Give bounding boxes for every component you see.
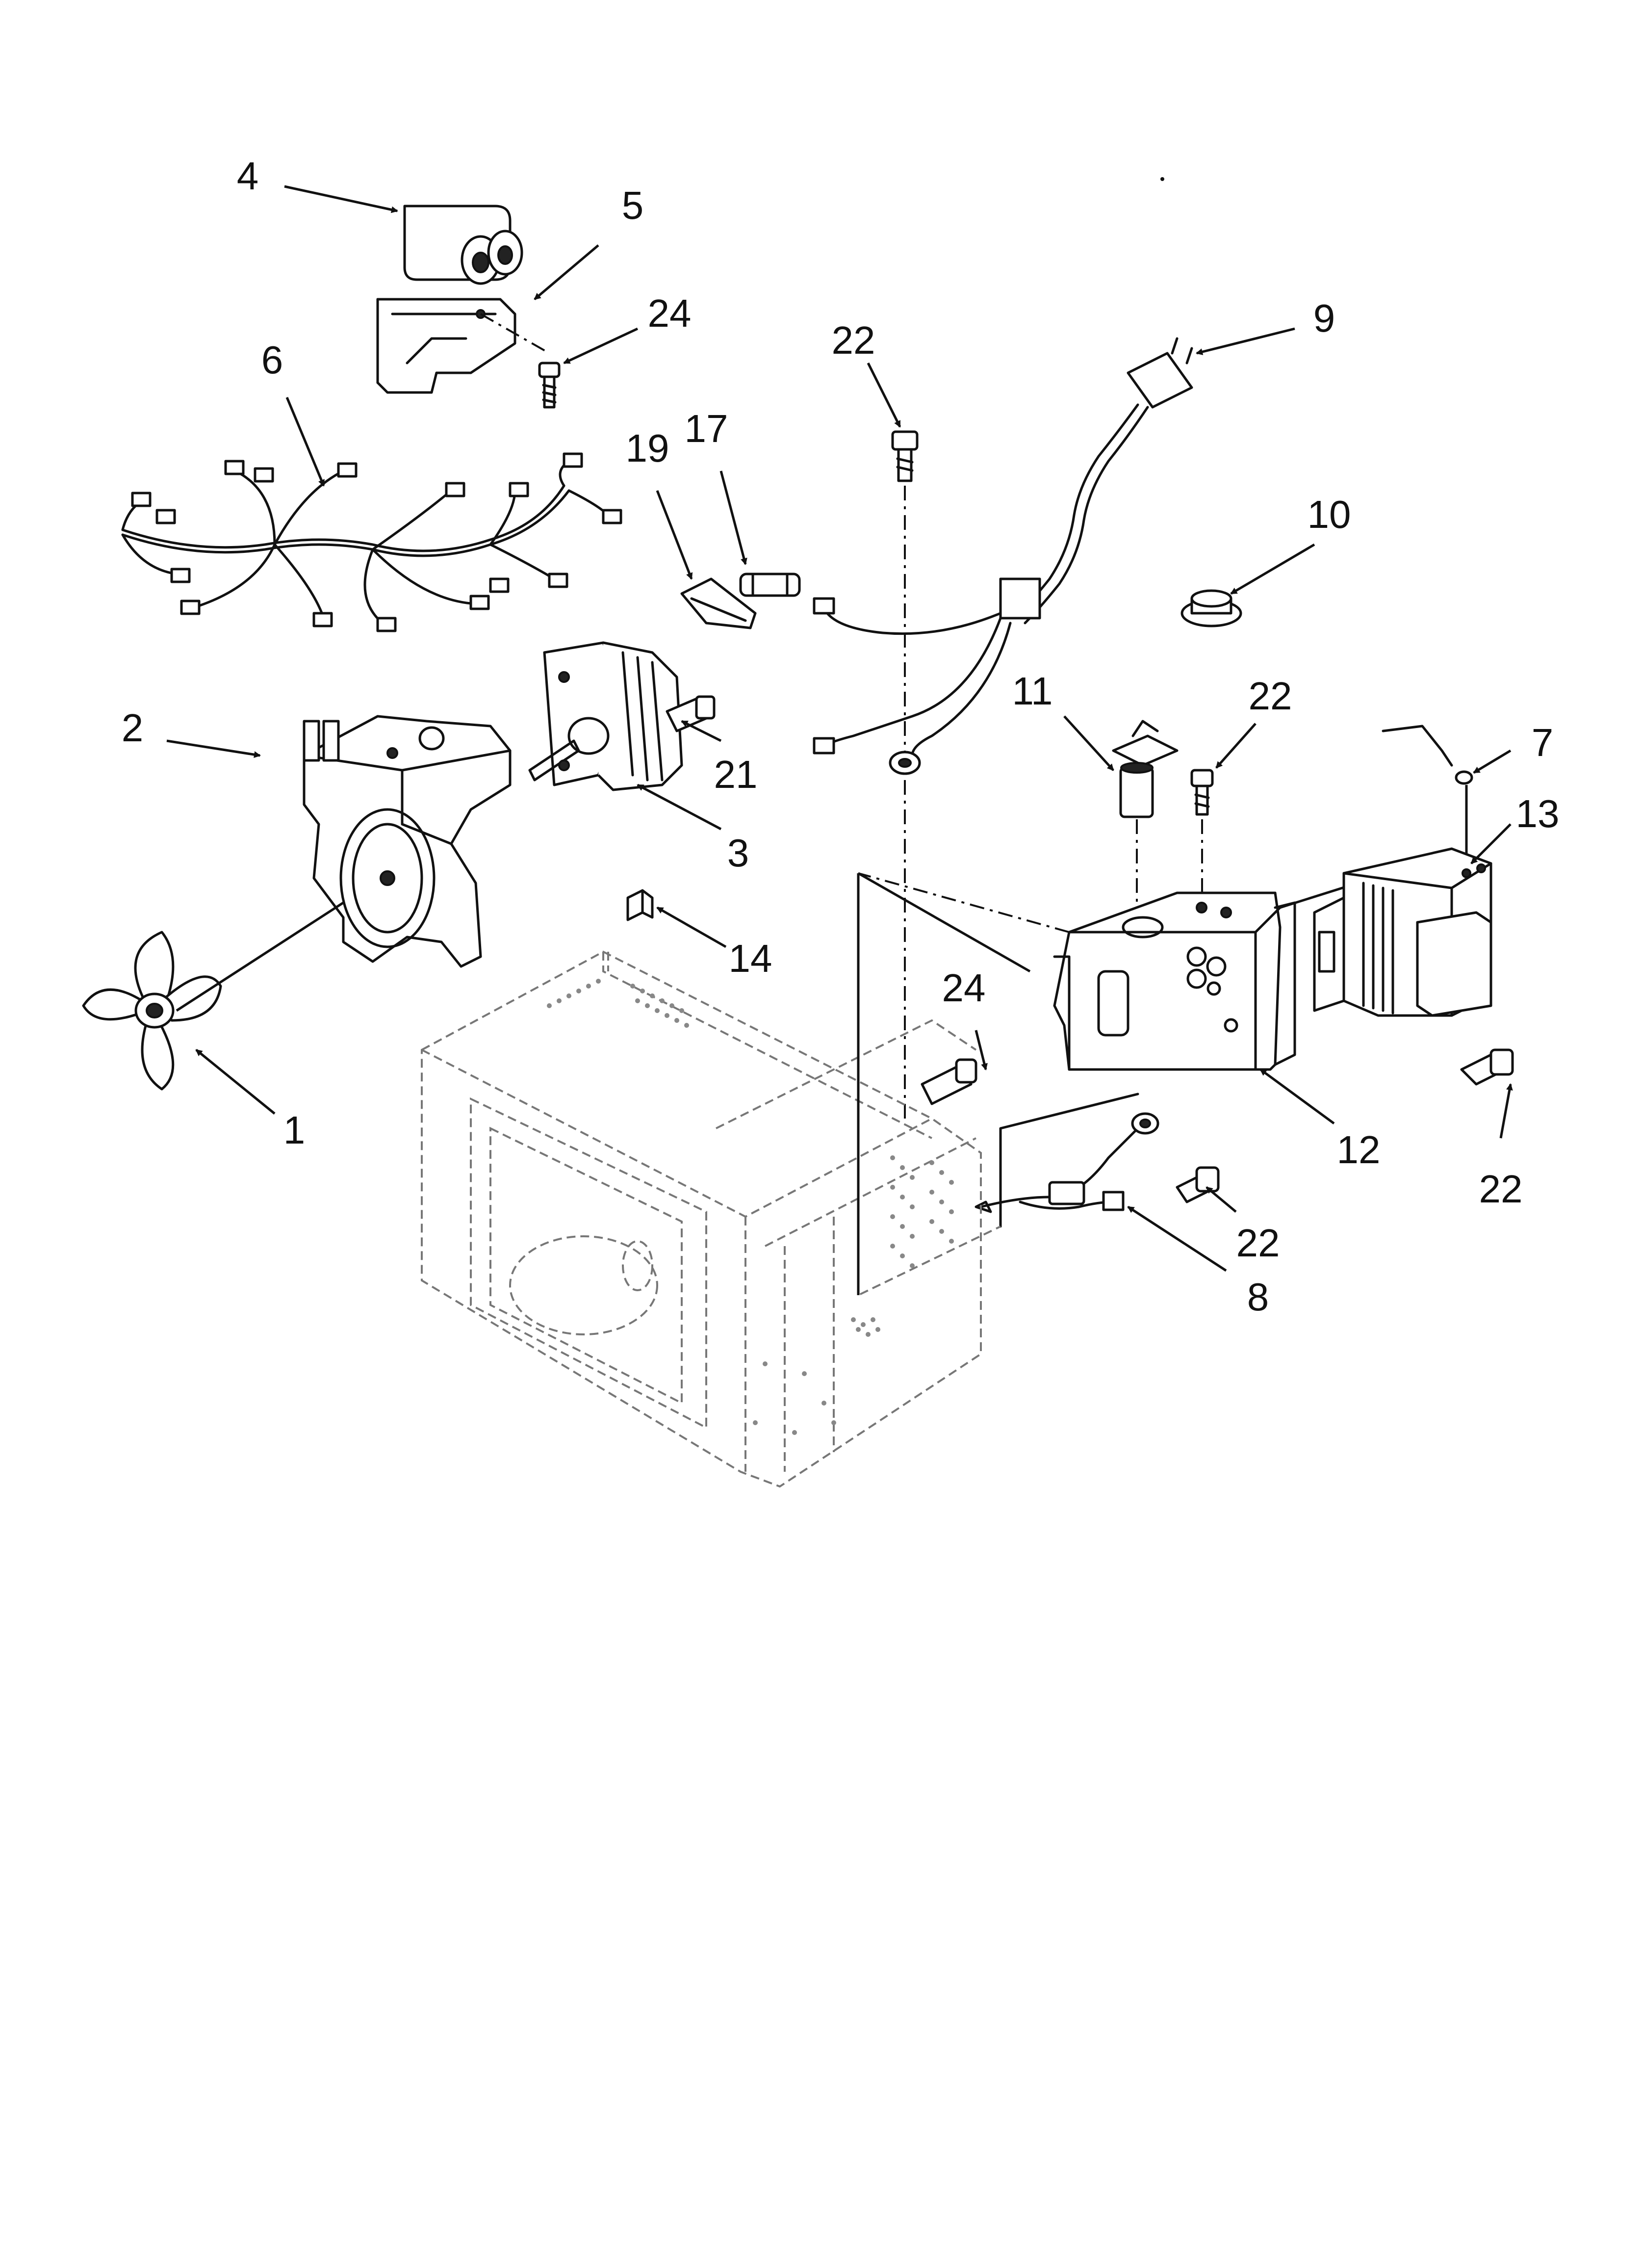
callout-5: 5 (622, 183, 644, 227)
fan-blade-icon[interactable] (82, 931, 222, 1091)
callout-22: 22 (832, 318, 875, 362)
screw-icon[interactable] (1460, 1048, 1514, 1086)
callout-labels: 4 5 24 6 22 9 19 17 10 2 21 3 11 22 7 13… (122, 154, 1560, 1319)
diode-icon[interactable] (1112, 720, 1179, 818)
callout-1: 1 (283, 1108, 306, 1152)
callout-24: 24 (648, 291, 692, 335)
callout-8: 8 (1247, 1275, 1269, 1319)
screw-icon[interactable] (538, 362, 561, 409)
fan-shroud-icon[interactable] (303, 715, 512, 968)
ground-harness-icon[interactable] (975, 1093, 1159, 1228)
callout-14: 14 (729, 937, 772, 980)
screw-icon[interactable] (1190, 769, 1214, 816)
callout-13: 13 (1516, 792, 1560, 835)
callout-10: 10 (1308, 493, 1351, 536)
screw-icon[interactable] (1176, 1166, 1220, 1203)
callout-9: 9 (1313, 296, 1335, 340)
callout-11: 11 (1012, 669, 1052, 713)
callout-6: 6 (261, 338, 283, 382)
callout-22: 22 (1236, 1221, 1280, 1265)
fan-motor-icon[interactable] (528, 641, 683, 791)
callout-17: 17 (685, 407, 728, 450)
mounting-bracket-icon[interactable] (1053, 891, 1296, 1071)
thermostat-icon[interactable] (1180, 589, 1242, 627)
callout-12: 12 (1337, 1128, 1381, 1172)
callout-22: 22 (1479, 1167, 1523, 1211)
callout-21: 21 (714, 753, 758, 796)
stray-dot (1160, 177, 1164, 181)
leader-arrows (166, 185, 1513, 1272)
wire-harness-icon[interactable] (121, 452, 622, 632)
callout-4: 4 (237, 154, 259, 198)
callout-22: 22 (1249, 674, 1292, 718)
transformer-icon[interactable] (1313, 847, 1492, 1017)
callout-7: 7 (1532, 721, 1554, 764)
power-cord-icon[interactable] (813, 337, 1193, 775)
callout-3: 3 (727, 831, 749, 875)
callout-24: 24 (942, 966, 986, 1010)
interlock-icon[interactable] (626, 889, 654, 921)
capacitor-icon[interactable] (403, 205, 523, 285)
screw-icon[interactable] (666, 695, 716, 732)
fuse-holder-icon[interactable] (680, 577, 757, 629)
cabinet-outline-icon (421, 950, 1001, 1488)
callout-2: 2 (122, 706, 144, 750)
insulator-icon[interactable] (1382, 725, 1473, 785)
screw-icon[interactable] (891, 430, 919, 482)
fuse-icon[interactable] (739, 573, 801, 597)
screw-icon[interactable] (921, 1058, 977, 1105)
bracket-icon[interactable] (376, 298, 516, 394)
callout-19: 19 (626, 426, 669, 470)
